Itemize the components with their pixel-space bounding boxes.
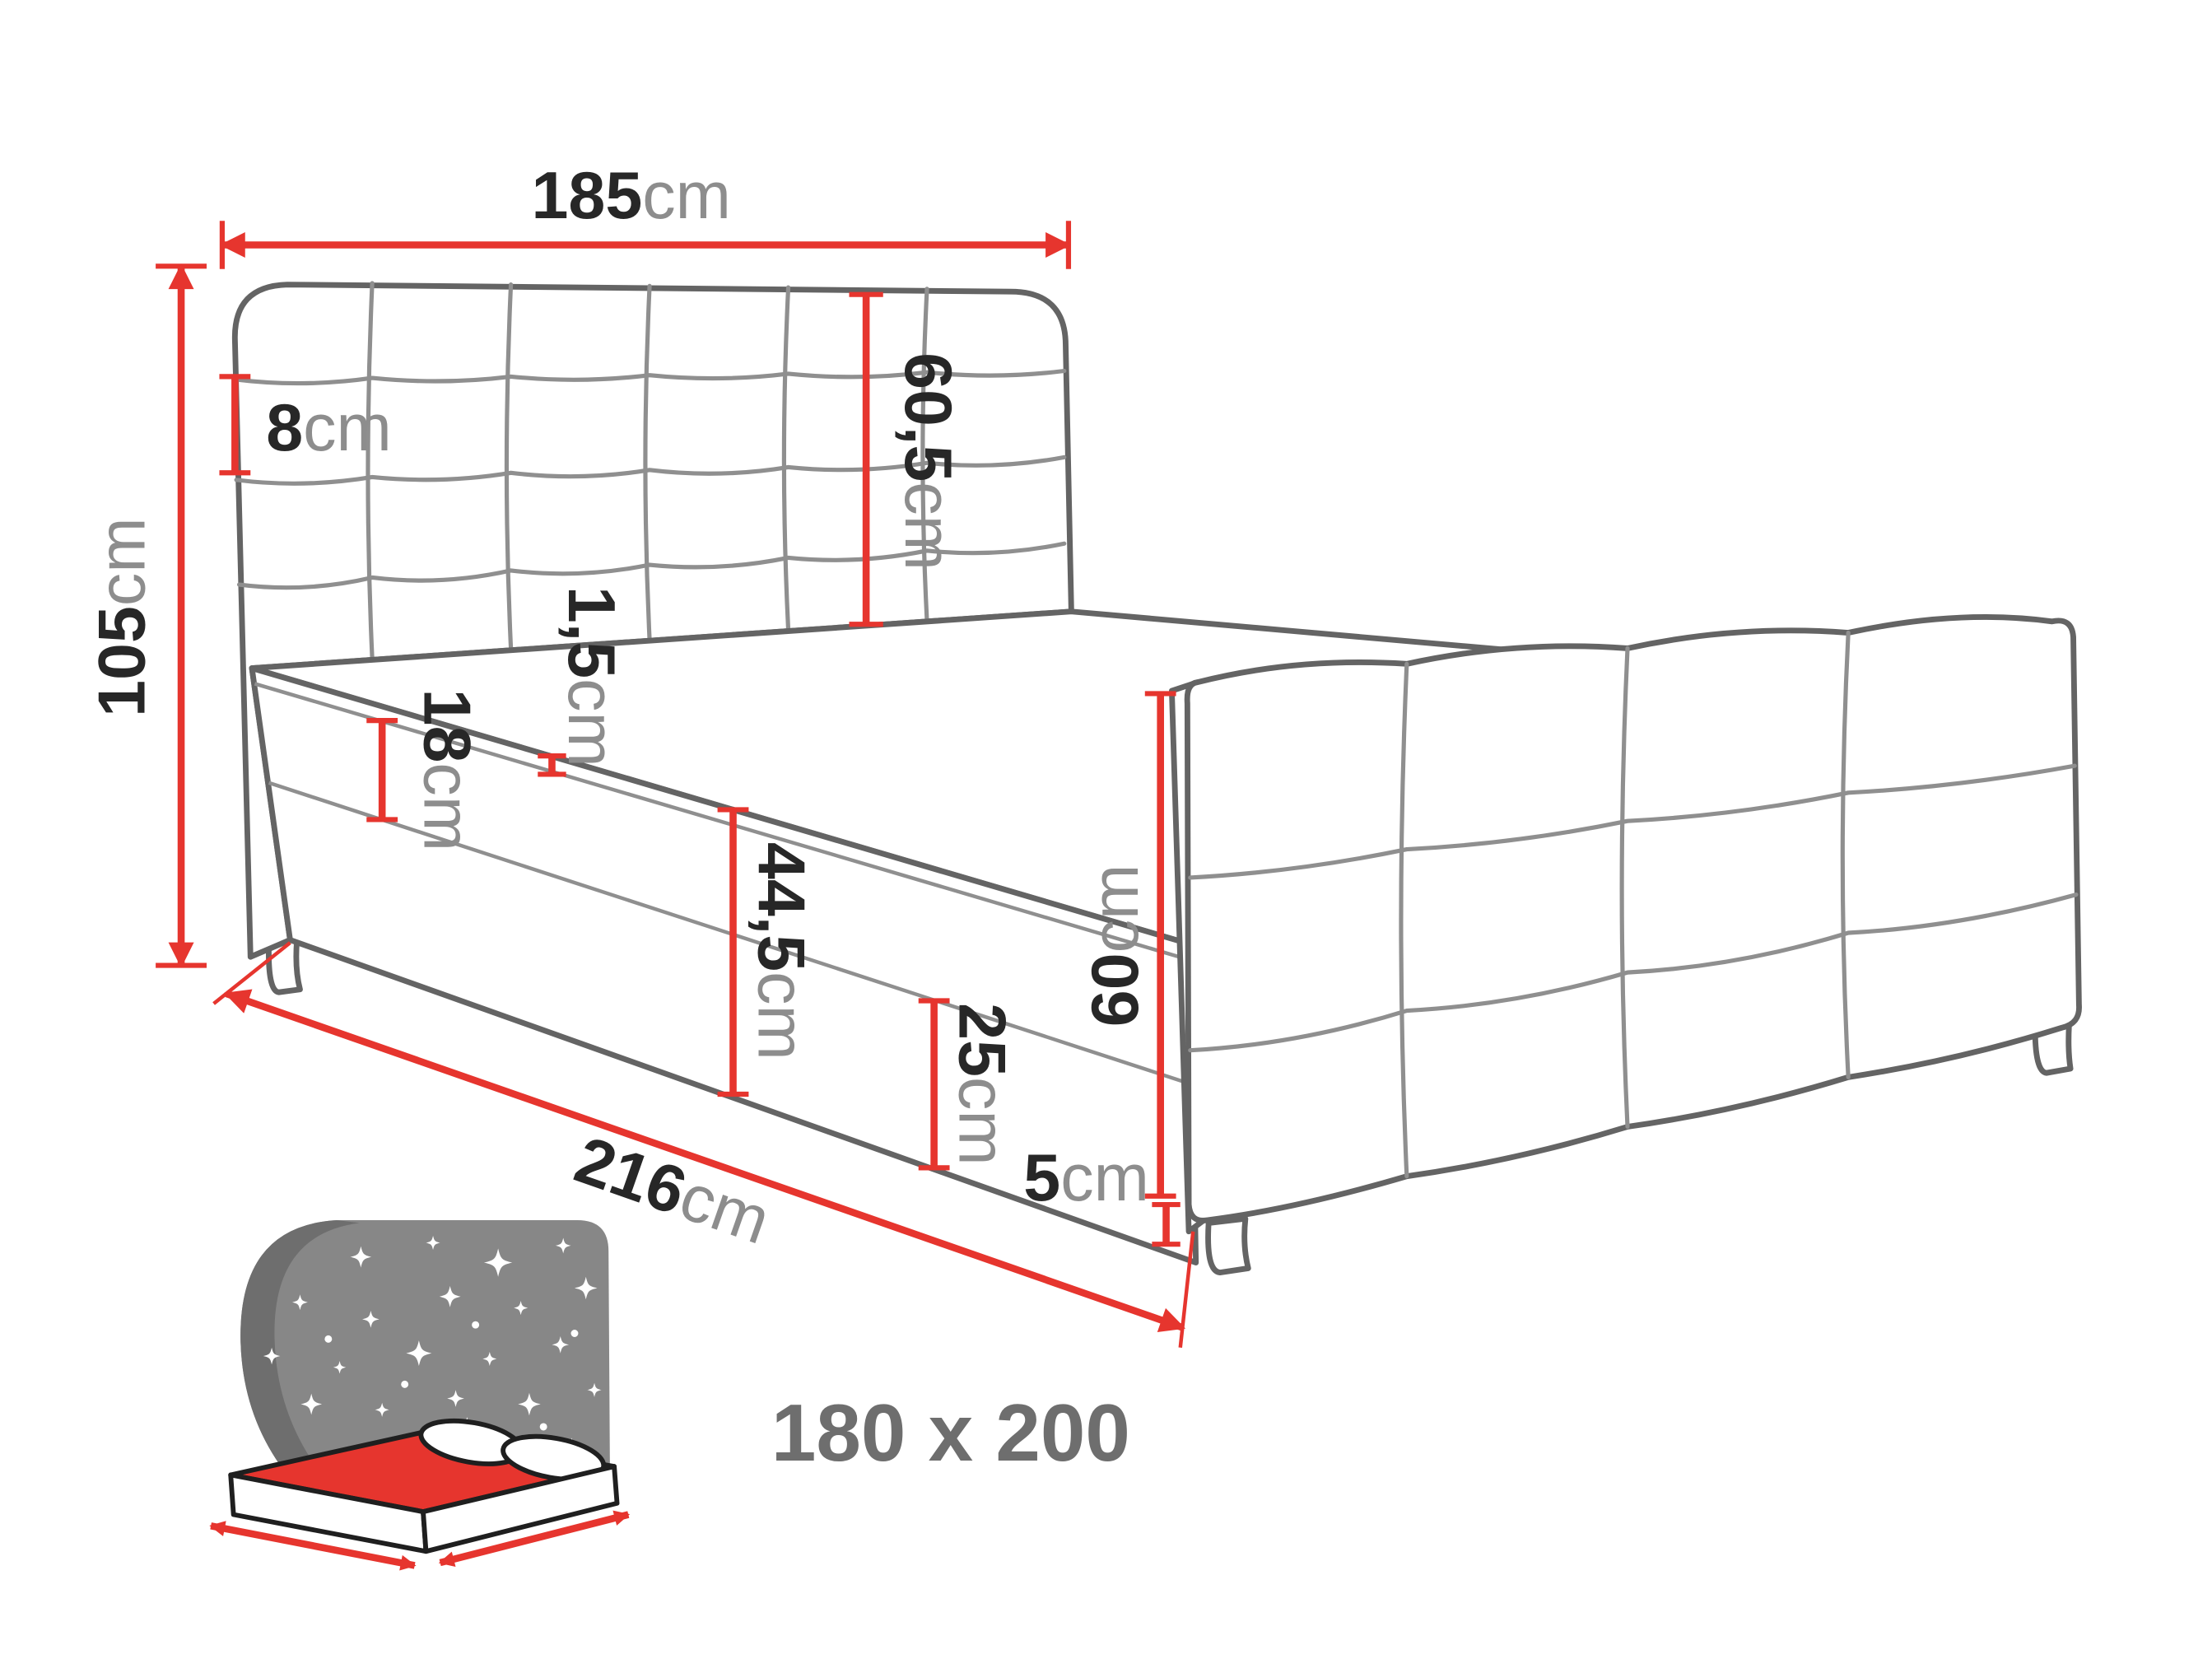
dimension-label-60cm: 60cm xyxy=(1078,864,1153,1028)
starry-night-icon xyxy=(209,1219,631,1571)
star-icon xyxy=(324,1335,333,1343)
dimension-base-box-height: 25cm xyxy=(918,998,1019,1171)
star-icon xyxy=(570,1330,579,1337)
dimension-label-1-5cm: 1,5cm xyxy=(554,586,628,767)
dimension-label-105cm: 105cm xyxy=(85,517,159,716)
star-icon xyxy=(401,1380,409,1388)
night-sky-swoosh xyxy=(240,1219,360,1512)
dimension-mattress-edge: 1,5cm xyxy=(538,586,628,777)
dimension-label-44-5cm: 44,5cm xyxy=(743,842,817,1060)
headboard xyxy=(231,281,1074,960)
bed-size-badge: 180 x 200 xyxy=(209,1219,1130,1571)
bed-leg-footboard-far xyxy=(2032,1022,2074,1076)
bed-leg-footboard-near xyxy=(1205,1215,1251,1276)
dimension-label-18cm: 18cm xyxy=(410,689,484,852)
stars xyxy=(263,1235,602,1456)
dimension-label-5cm: 5cm xyxy=(1023,1141,1149,1215)
mini-width-arrow xyxy=(209,1521,417,1571)
mini-bed-icon xyxy=(209,1418,631,1571)
footboard-outline xyxy=(1184,614,2082,1223)
dimension-mattress-height: 18cm xyxy=(366,689,484,852)
dimension-line-216cm xyxy=(224,989,1186,1333)
dimension-headboard-panel-height: 60,5cm xyxy=(849,291,965,627)
footboard xyxy=(1169,614,2082,1235)
dimension-label-60-5cm: 60,5cm xyxy=(891,352,965,571)
dimension-label-185cm: 185cm xyxy=(531,159,730,233)
star-icon xyxy=(472,1321,480,1329)
dimension-headboard-width: 185cm xyxy=(219,159,1072,269)
dimension-headboard-thickness: 8cm xyxy=(219,374,392,476)
dimension-label-8cm: 8cm xyxy=(266,391,392,465)
dimension-side-total-height: 44,5cm xyxy=(717,807,817,1097)
mini-length-arrow xyxy=(438,1510,631,1567)
size-label: 180 x 200 xyxy=(771,1387,1130,1478)
dimension-total-height: 105cm xyxy=(85,263,207,968)
mattress-edge-line xyxy=(254,682,1190,962)
star-icon xyxy=(539,1423,547,1431)
dimension-label-25cm: 25cm xyxy=(945,1003,1019,1166)
